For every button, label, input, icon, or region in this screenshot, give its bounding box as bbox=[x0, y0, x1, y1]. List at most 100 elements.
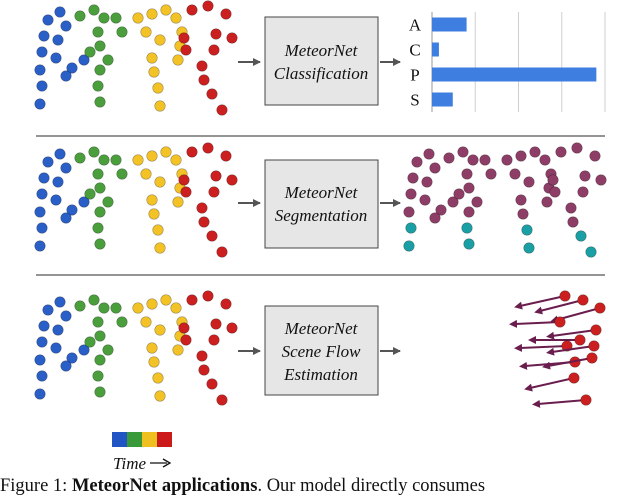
segment-point-purple bbox=[571, 142, 583, 154]
segment-point-purple bbox=[443, 152, 455, 164]
point-green bbox=[116, 26, 128, 38]
segment-point-purple bbox=[421, 176, 433, 188]
point-blue bbox=[52, 34, 64, 46]
point-yellow bbox=[152, 224, 164, 236]
point-yellow bbox=[146, 52, 158, 64]
segment-point-purple bbox=[547, 174, 559, 186]
flow-vector-arrow bbox=[524, 377, 575, 392]
point-red bbox=[226, 32, 238, 44]
segment-point-purple bbox=[463, 206, 475, 218]
box-label-line: Segmentation bbox=[275, 206, 368, 225]
time-legend-label: Time bbox=[113, 454, 147, 473]
segment-point-purple bbox=[423, 148, 435, 160]
point-blue bbox=[78, 54, 90, 66]
segment-point-purple bbox=[577, 186, 589, 198]
box-label-line: MeteorNet bbox=[284, 183, 359, 202]
time-arrow-icon bbox=[150, 458, 172, 468]
point-blue bbox=[42, 304, 54, 316]
point-blue bbox=[66, 62, 78, 74]
meteornet-scene-flow-box: MeteorNet Scene Flow Estimation bbox=[264, 305, 379, 396]
point-green bbox=[98, 302, 110, 314]
point-red bbox=[226, 174, 238, 186]
segment-point-purple bbox=[589, 150, 601, 162]
point-blue bbox=[60, 360, 72, 372]
point-blue bbox=[60, 20, 72, 32]
segment-point-purple bbox=[411, 156, 423, 168]
flow-point bbox=[590, 324, 602, 336]
point-yellow bbox=[154, 34, 166, 46]
point-blue bbox=[54, 6, 66, 18]
segment-point-purple bbox=[419, 194, 431, 206]
segment-point-teal bbox=[585, 246, 597, 258]
segment-point-purple bbox=[579, 170, 591, 182]
bar-category-label: C bbox=[409, 41, 420, 60]
flow-point bbox=[594, 302, 606, 314]
flow-vector-arrow bbox=[514, 295, 566, 310]
point-blue bbox=[38, 30, 50, 42]
flow-point bbox=[577, 294, 589, 306]
point-green bbox=[88, 294, 100, 306]
point-green bbox=[94, 386, 106, 398]
point-blue bbox=[36, 46, 48, 58]
point-red bbox=[206, 88, 218, 100]
segment-point-purple bbox=[515, 194, 527, 206]
segment-point-purple bbox=[453, 188, 465, 200]
flow-vector-arrow bbox=[532, 399, 587, 408]
point-yellow bbox=[140, 168, 152, 180]
point-green bbox=[110, 154, 122, 166]
segment-point-teal bbox=[523, 242, 535, 254]
point-yellow bbox=[170, 154, 182, 166]
segment-point-teal bbox=[405, 222, 417, 234]
point-blue bbox=[78, 344, 90, 356]
segment-point-purple bbox=[539, 154, 551, 166]
point-blue bbox=[54, 148, 66, 160]
point-red bbox=[198, 364, 210, 376]
input-point-cloud-scene-flow bbox=[34, 290, 238, 406]
point-yellow bbox=[140, 316, 152, 328]
point-green bbox=[92, 80, 104, 92]
point-red bbox=[208, 334, 220, 346]
bar-category-label: S bbox=[410, 91, 419, 110]
input-point-cloud-segmentation bbox=[34, 142, 238, 258]
time-color-swatch bbox=[127, 432, 142, 447]
point-red bbox=[178, 322, 190, 334]
point-green bbox=[102, 344, 114, 356]
point-red bbox=[202, 0, 214, 12]
point-red bbox=[178, 174, 190, 186]
segment-point-purple bbox=[479, 154, 491, 166]
point-red bbox=[206, 378, 218, 390]
segment-point-teal bbox=[463, 238, 475, 250]
segment-point-teal bbox=[521, 224, 533, 236]
segment-point-purple bbox=[463, 182, 475, 194]
flow-point bbox=[574, 334, 586, 346]
flow-vector-arrow bbox=[509, 319, 561, 328]
point-blue bbox=[42, 14, 54, 26]
time-color-swatch bbox=[142, 432, 157, 447]
segment-point-purple bbox=[565, 202, 577, 214]
segment-point-purple bbox=[509, 168, 521, 180]
point-yellow bbox=[140, 26, 152, 38]
point-yellow bbox=[160, 4, 172, 16]
segment-point-purple bbox=[595, 174, 607, 186]
point-blue bbox=[54, 296, 66, 308]
point-yellow bbox=[132, 302, 144, 314]
point-blue bbox=[38, 320, 50, 332]
point-red bbox=[180, 334, 192, 346]
point-yellow bbox=[170, 302, 182, 314]
point-yellow bbox=[170, 12, 182, 24]
segmentation-output-cloud bbox=[403, 142, 607, 258]
bar-S bbox=[432, 92, 453, 107]
point-yellow bbox=[148, 356, 160, 368]
segment-point-purple bbox=[485, 168, 497, 180]
point-red bbox=[220, 8, 232, 20]
point-green bbox=[116, 316, 128, 328]
point-red bbox=[216, 104, 228, 116]
point-red bbox=[226, 322, 238, 334]
point-green bbox=[74, 10, 86, 22]
point-blue bbox=[60, 162, 72, 174]
box-label-line: Estimation bbox=[283, 365, 358, 384]
point-yellow bbox=[172, 54, 184, 66]
segment-point-purple bbox=[501, 154, 513, 166]
point-green bbox=[92, 370, 104, 382]
